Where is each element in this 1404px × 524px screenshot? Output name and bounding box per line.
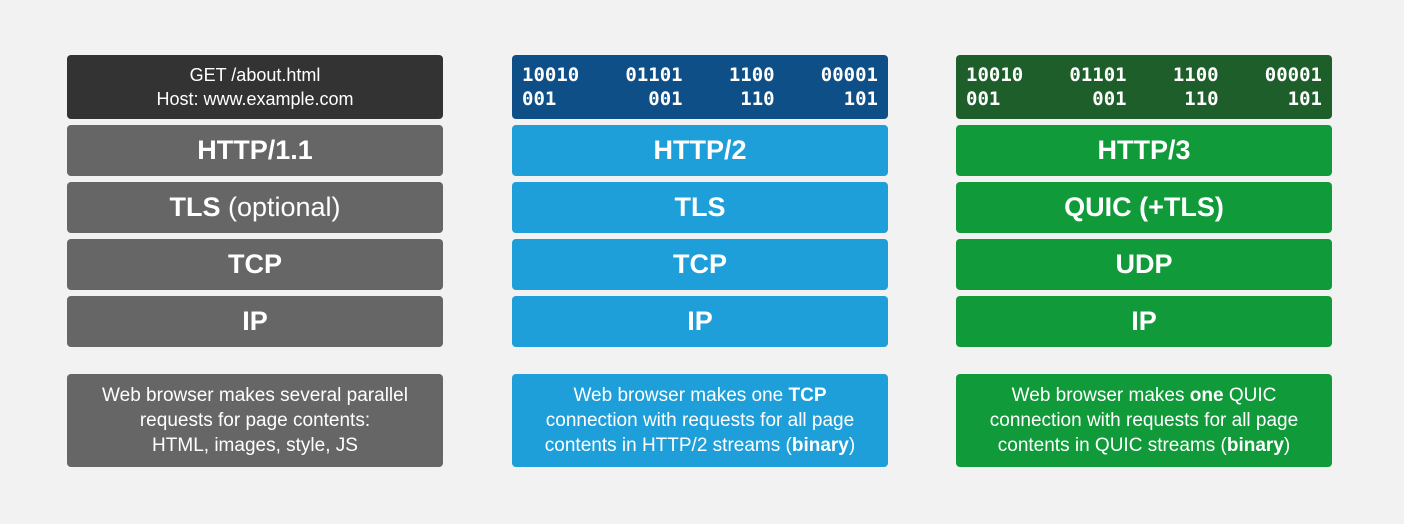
note-line: connection with requests for all page xyxy=(545,410,855,431)
note-line: Web browser makes several parallel xyxy=(102,385,408,406)
layer-label: QUIC (+TLS) xyxy=(1064,192,1224,222)
layer-label: UDP xyxy=(1115,249,1173,279)
http3-layer-udp: UDP xyxy=(956,239,1332,290)
http2-layer-ip: IP xyxy=(512,296,888,347)
host-line: Host: www.example.com xyxy=(156,89,354,109)
http1-layer-http: HTTP/1.1 xyxy=(67,125,443,176)
http2-layer-http: HTTP/2 xyxy=(512,125,888,176)
note-line: requests for page contents: xyxy=(139,410,371,431)
layer-label: TLS xyxy=(674,192,726,222)
note-line: Web browser makes one QUIC xyxy=(1011,385,1277,406)
http1-layer-tls: TLS (optional) xyxy=(67,182,443,233)
http3-layer-ip: IP xyxy=(956,296,1332,347)
request-line: GET /about.html xyxy=(189,65,321,85)
http3-layer-http: HTTP/3 xyxy=(956,125,1332,176)
layer-label: IP xyxy=(1131,306,1157,336)
layer-label: TCP xyxy=(228,249,282,279)
layer-label: HTTP/3 xyxy=(1097,135,1191,165)
http1-request-header: GET /about.html Host: www.example.com xyxy=(67,55,443,119)
note-line: HTML, images, style, JS xyxy=(152,435,358,456)
http2-layer-tls: TLS xyxy=(512,182,888,233)
layer-label: TLS xyxy=(169,192,221,222)
layer-label: IP xyxy=(687,306,713,336)
layer-label-suffix: (optional) xyxy=(220,192,341,222)
http3-layer-quic: QUIC (+TLS) xyxy=(956,182,1332,233)
http3-description: Web browser makes one QUIC connection wi… xyxy=(956,374,1332,467)
layer-label: TCP xyxy=(673,249,727,279)
http2-layer-tcp: TCP xyxy=(512,239,888,290)
note-line: Web browser makes one TCP xyxy=(573,385,827,406)
http2-description: Web browser makes one TCP connection wit… xyxy=(512,374,888,467)
note-line: contents in QUIC streams (binary) xyxy=(997,435,1291,456)
http1-layer-ip: IP xyxy=(67,296,443,347)
layer-label: HTTP/1.1 xyxy=(197,135,313,165)
http1-layer-tcp: TCP xyxy=(67,239,443,290)
layer-label: IP xyxy=(242,306,268,336)
note-line: contents in HTTP/2 streams (binary) xyxy=(544,435,856,456)
http1-description: Web browser makes several parallel reque… xyxy=(67,374,443,467)
layer-label: HTTP/2 xyxy=(653,135,747,165)
note-line: connection with requests for all page xyxy=(989,410,1299,431)
